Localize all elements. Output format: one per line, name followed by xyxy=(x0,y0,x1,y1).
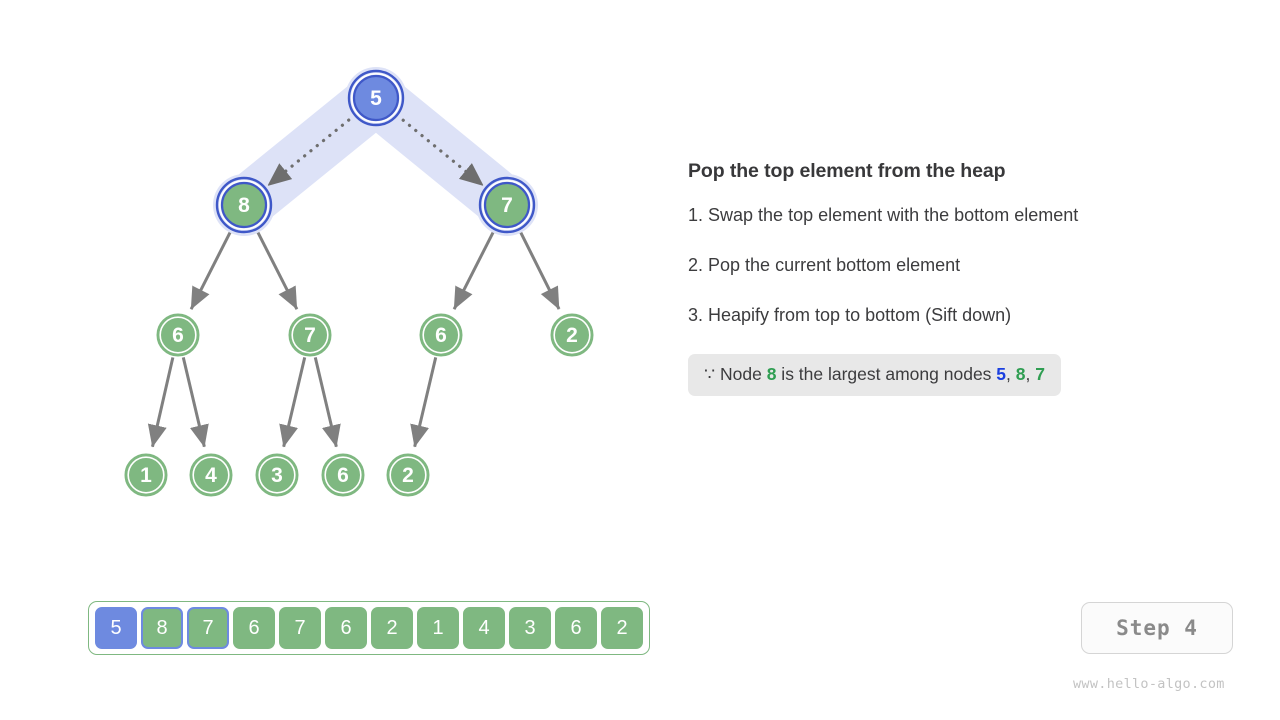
tree-edge xyxy=(189,225,235,310)
array-cell: 7 xyxy=(279,607,321,649)
tree-node: 6 xyxy=(419,313,463,357)
tree-node: 1 xyxy=(124,453,168,497)
hint-middle: is the largest among nodes xyxy=(776,364,997,385)
tree-node-label: 6 xyxy=(337,464,349,487)
tree-edge xyxy=(410,357,438,448)
tree-node: 2 xyxy=(550,313,594,357)
tree-edge xyxy=(181,357,209,448)
tree-node-label: 2 xyxy=(402,464,414,487)
reason-hint-box: ∵ Node 8 is the largest among nodes 5, 8… xyxy=(688,354,1061,397)
array-cell: 6 xyxy=(555,607,597,649)
tree-node-label: 4 xyxy=(205,464,217,487)
tree-node-label: 1 xyxy=(140,464,152,487)
comparison-arrow xyxy=(267,113,357,187)
tree-node-label: 7 xyxy=(501,194,513,217)
instruction-step-3: 3. Heapify from top to bottom (Sift down… xyxy=(688,304,1012,325)
tree-node: 3 xyxy=(255,453,299,497)
array-cell: 3 xyxy=(509,607,551,649)
tree-edge xyxy=(279,357,307,448)
array-cell: 8 xyxy=(141,607,183,649)
tree-node-layer: 5 8 7 6 7 6 2 1 4 3 6 2 xyxy=(124,67,594,497)
heap-tree-diagram: 5 8 7 6 7 6 2 1 4 3 6 2 xyxy=(124,67,594,497)
tree-edge-layer xyxy=(147,225,561,448)
hint-prefix: ∵ Node xyxy=(704,364,767,385)
tree-edge xyxy=(253,225,299,310)
watermark: www.hello-algo.com xyxy=(1073,676,1225,692)
step-badge: Step 4 xyxy=(1081,602,1233,654)
tree-node-label: 8 xyxy=(238,194,250,217)
hint-candidate-3: 7 xyxy=(1035,364,1045,385)
hint-candidate-2: 8 xyxy=(1015,364,1026,385)
hint-sep-2: , xyxy=(1025,364,1036,385)
tree-node: 7 xyxy=(476,174,538,236)
array-cell: 6 xyxy=(233,607,275,649)
tree-node-label: 6 xyxy=(435,324,447,347)
hint-subject-node: 8 xyxy=(766,364,777,385)
tree-node: 4 xyxy=(189,453,233,497)
tree-node: 6 xyxy=(156,313,200,357)
array-cell: 2 xyxy=(371,607,413,649)
tree-node: 2 xyxy=(386,453,430,497)
page-title: Pop the top element from the heap xyxy=(688,160,1006,182)
comparison-arrow-layer xyxy=(267,113,484,187)
hint-candidate-1: 5 xyxy=(996,364,1007,385)
tree-edge xyxy=(452,225,498,310)
array-cell: 1 xyxy=(417,607,459,649)
tree-node: 7 xyxy=(288,313,332,357)
tree-edge xyxy=(313,357,341,448)
instruction-step-2: 2. Pop the current bottom element xyxy=(688,254,961,275)
tree-node: 6 xyxy=(321,453,365,497)
tree-node-label: 3 xyxy=(271,464,283,487)
array-cell: 5 xyxy=(95,607,137,649)
array-cell: 7 xyxy=(187,607,229,649)
instruction-step-1: 1. Swap the top element with the bottom … xyxy=(688,205,1079,226)
tree-node: 5 xyxy=(345,67,407,129)
tree-edge xyxy=(147,357,175,448)
tree-node-label: 5 xyxy=(370,87,382,110)
tree-node: 8 xyxy=(213,174,275,236)
tree-node-label: 7 xyxy=(304,324,316,347)
array-cell: 6 xyxy=(325,607,367,649)
tree-edge xyxy=(516,225,561,310)
hint-sep-1: , xyxy=(1006,364,1016,385)
tree-node-label: 2 xyxy=(566,324,578,347)
tree-node-label: 6 xyxy=(172,324,184,347)
array-cell: 4 xyxy=(463,607,505,649)
array-cell: 2 xyxy=(601,607,643,649)
explanation-panel: Pop the top element from the heap 1. Swa… xyxy=(688,160,1208,397)
